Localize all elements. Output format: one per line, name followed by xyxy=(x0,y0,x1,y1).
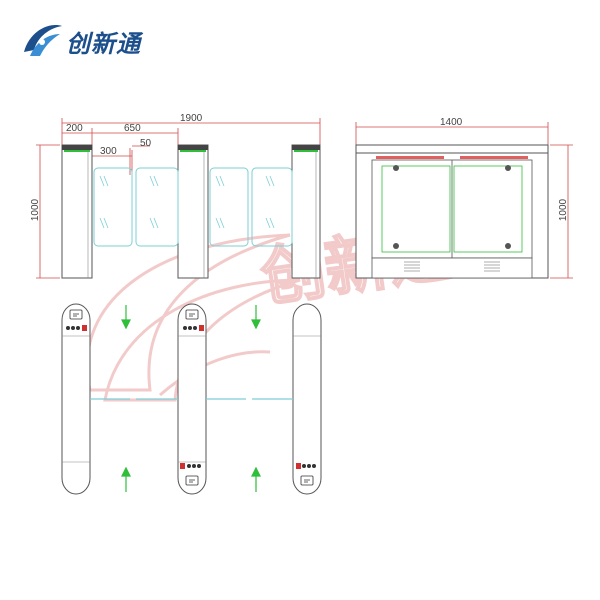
swoosh-logo-icon xyxy=(24,25,62,56)
top-cabinet-lines xyxy=(62,335,321,463)
top-cabinets xyxy=(61,303,322,495)
card-reader-icon xyxy=(69,309,314,486)
front-red-panels xyxy=(376,156,528,159)
status-lights xyxy=(66,326,316,468)
front-glass-panels xyxy=(381,165,523,253)
header: 创新通 xyxy=(0,0,600,70)
top-view xyxy=(61,303,322,495)
dim-height: 1000 xyxy=(30,198,41,221)
side-view: 1900 200 650 300 50 1000 xyxy=(30,113,321,279)
direction-arrows xyxy=(121,305,261,492)
cabinet-green-strips xyxy=(64,150,318,152)
cabinet-tops xyxy=(62,145,320,150)
dim-left: 200 xyxy=(66,123,83,134)
front-vents xyxy=(404,261,500,272)
front-base xyxy=(371,257,533,279)
front-hinges xyxy=(393,165,511,264)
brand-name: 创新通 xyxy=(66,30,141,58)
dim-wing: 300 xyxy=(100,146,117,157)
front-view: 1400 1000 xyxy=(355,117,573,279)
dim-total: 1900 xyxy=(180,113,203,124)
glass-wings xyxy=(93,167,293,247)
status-red-indicators xyxy=(82,325,301,469)
front-top-bar xyxy=(355,144,549,154)
front-dim-width: 1400 xyxy=(440,117,463,128)
front-dimension-lines xyxy=(355,122,573,279)
glass-reflections xyxy=(99,175,275,229)
side-cabinets xyxy=(61,144,321,279)
dim-gap: 650 xyxy=(124,123,141,134)
cabinet-details xyxy=(87,152,317,278)
dimension-lines xyxy=(36,118,321,279)
front-dim-height: 1000 xyxy=(558,198,569,221)
dim-small: 50 xyxy=(140,138,152,149)
